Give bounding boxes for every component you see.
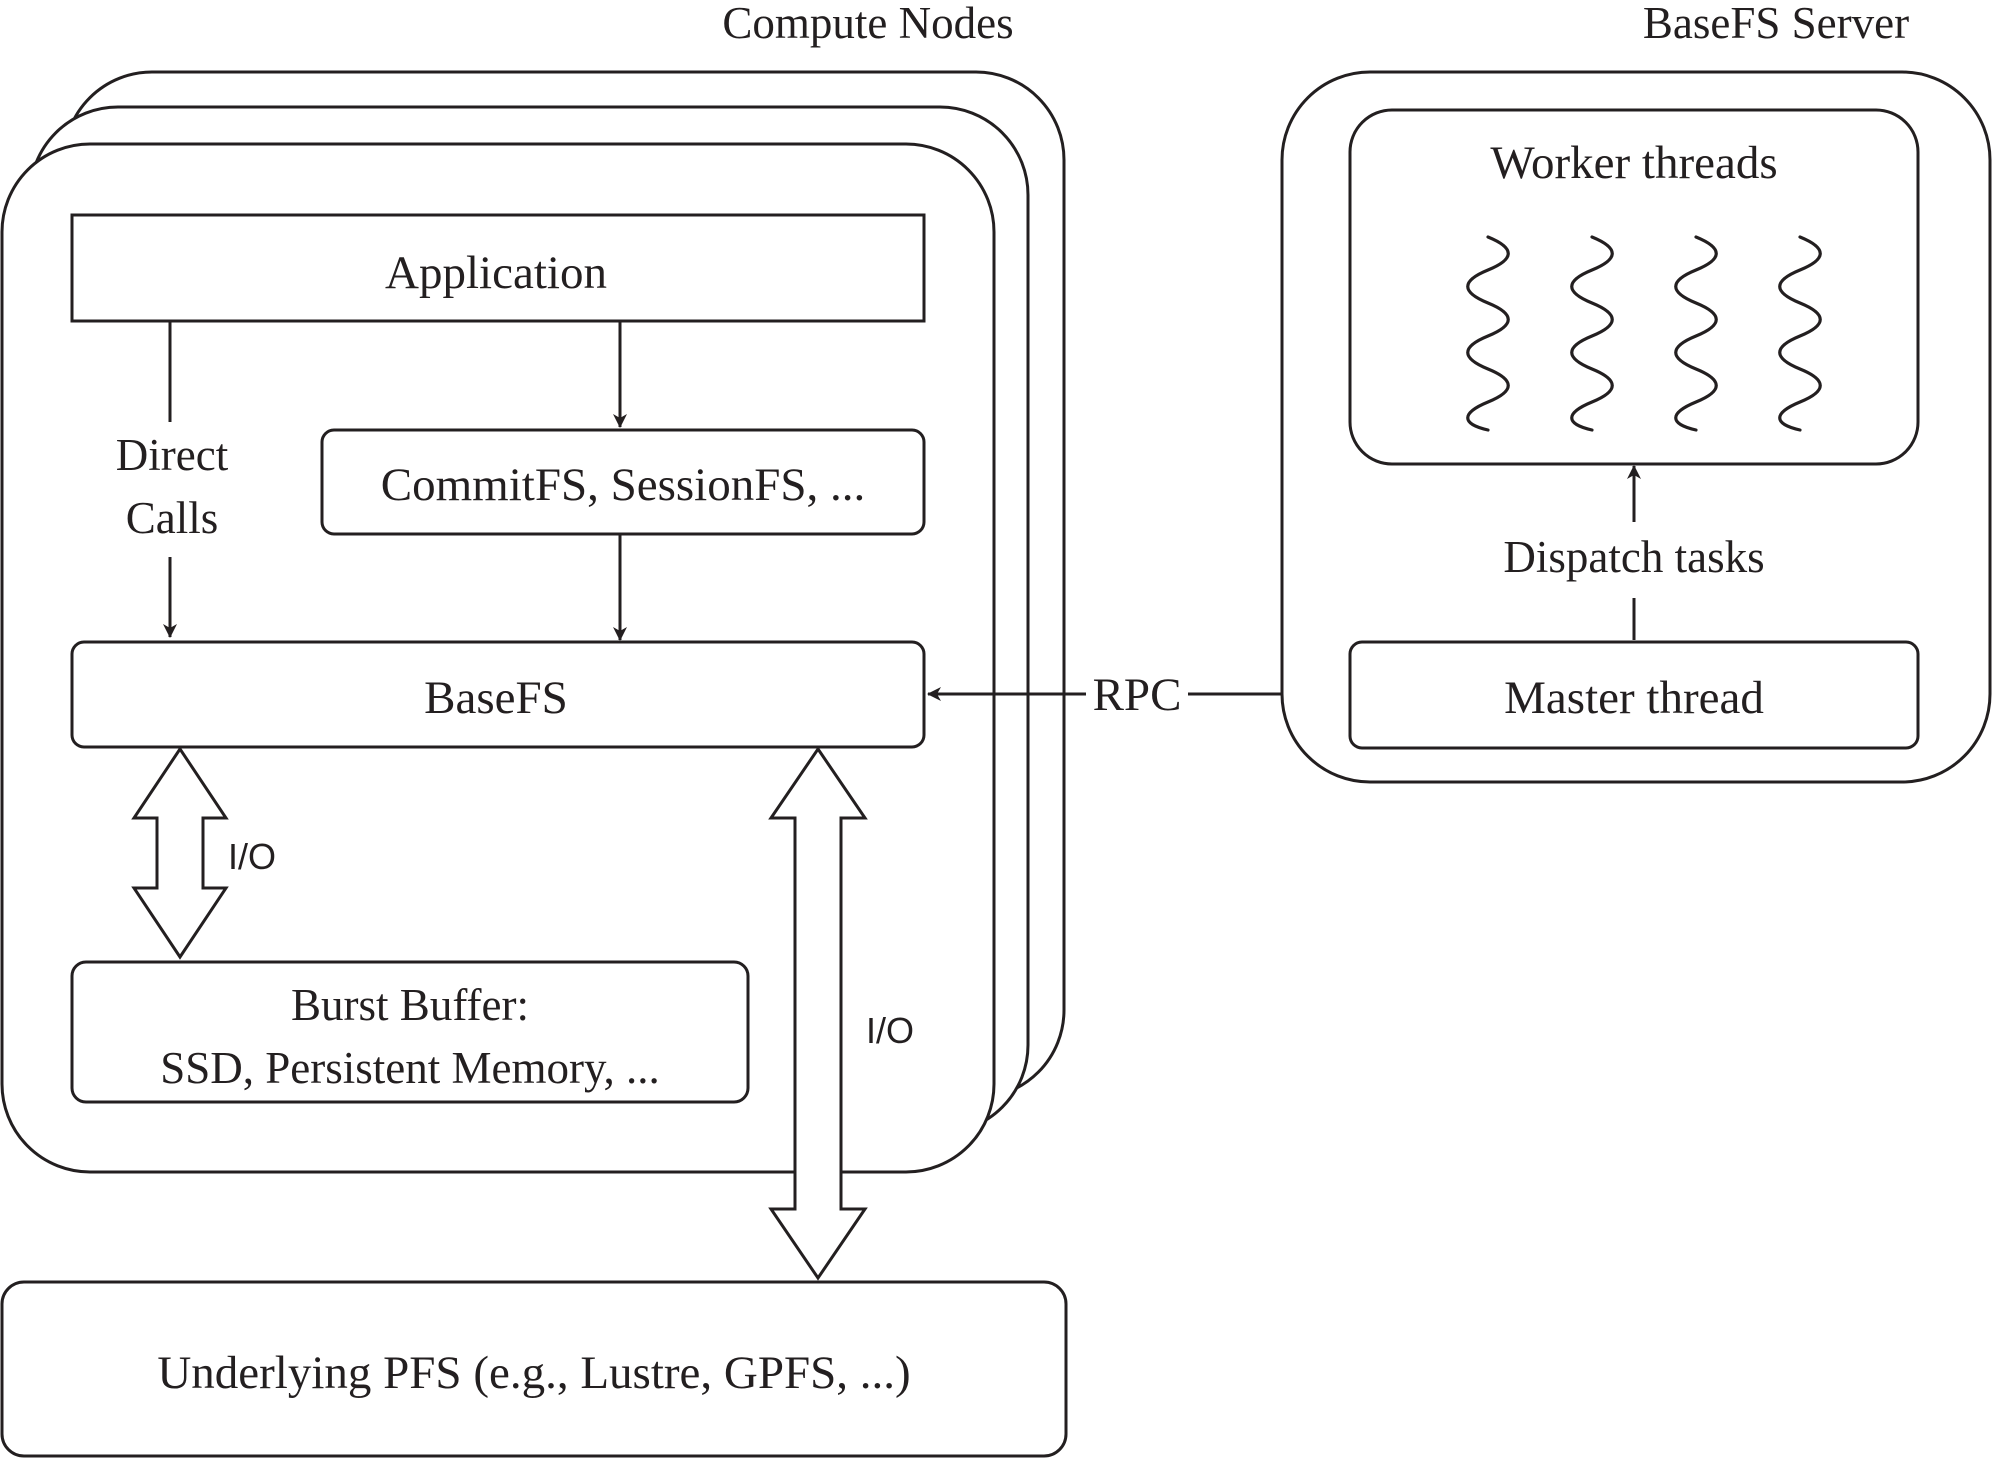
worker-thread-icon-4: [1778, 235, 1822, 432]
basefs-box: [70, 640, 926, 749]
io-arrow-burst-buffer: [131, 746, 229, 960]
compute-nodes-group: Compute Nodes Application Direct Calls C…: [0, 0, 1066, 1174]
basefs-label: BaseFS: [424, 672, 568, 724]
underlying-pfs-box: [0, 1280, 1068, 1458]
underlying-pfs-label: Underlying PFS (e.g., Lustre, GPFS, ...): [157, 1347, 910, 1399]
direct-calls-label-line2: Calls: [126, 493, 219, 543]
application-box: [70, 213, 926, 323]
dispatch-tasks-label: Dispatch tasks: [1503, 532, 1764, 582]
direct-calls-label-line1: Direct: [116, 430, 229, 480]
burst-buffer-box: [70, 960, 750, 1104]
rpc-label: RPC: [1093, 669, 1182, 721]
burst-buffer-label-line2: SSD, Persistent Memory, ...: [160, 1043, 660, 1093]
io-label-pfs: I/O: [866, 1010, 914, 1051]
rpc-connection: RPC: [927, 669, 1349, 721]
io-arrow-pfs: [768, 746, 868, 1281]
application-label: Application: [385, 247, 607, 299]
master-thread-box: [1348, 640, 1920, 750]
worker-thread-icon-3: [1674, 235, 1718, 432]
compute-nodes-title: Compute Nodes: [722, 0, 1013, 48]
worker-threads-box: [1348, 108, 1920, 466]
server-title: BaseFS Server: [1643, 0, 1909, 48]
worker-threads-label: Worker threads: [1490, 137, 1777, 189]
burst-buffer-label-line1: Burst Buffer:: [291, 980, 529, 1030]
worker-thread-icon-1: [1466, 235, 1510, 432]
io-label-burst-buffer: I/O: [228, 836, 276, 877]
underlying-pfs-group: Underlying PFS (e.g., Lustre, GPFS, ...): [0, 1280, 1068, 1458]
filesystem-variants-box: [320, 428, 926, 536]
worker-thread-icon-2: [1570, 235, 1614, 432]
basefs-server-group: BaseFS Server Worker threads Dispatch ta…: [1280, 0, 1992, 784]
master-thread-label: Master thread: [1504, 672, 1764, 724]
filesystem-variants-label: CommitFS, SessionFS, ...: [381, 459, 866, 511]
